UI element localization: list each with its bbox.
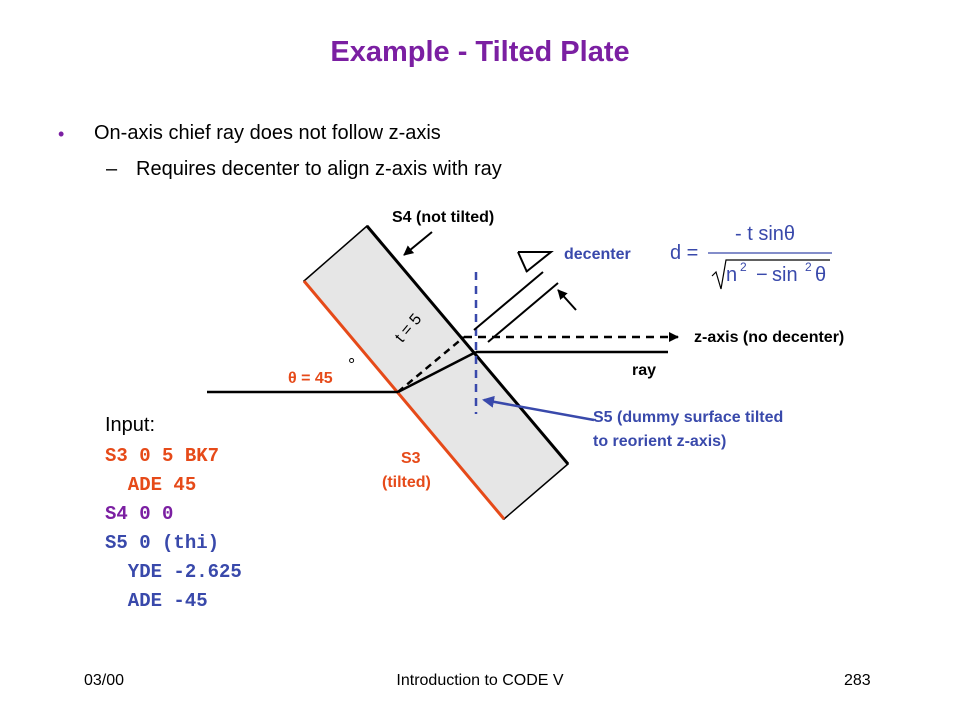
footer-date: 03/00 [84,672,125,689]
formula-n: n [726,264,738,286]
bullet-marker: • [58,124,65,144]
formula-exp1: 2 [740,260,747,274]
formula-minus: − [756,264,768,286]
decenter-extension-2 [487,282,559,343]
s4-surface [365,225,570,465]
input-line: S3 0 5 BK7 [105,445,220,467]
footer-course: Introduction to CODE V [396,672,564,689]
input-code-block: S3 0 5 BK7 ADE 45 S4 0 0 S5 0 (thi) YDE … [105,442,242,616]
input-line: ADE -45 [105,590,208,612]
bullet-main: On-axis chief ray does not follow z-axis [94,122,441,144]
formula-radical [711,259,830,290]
z-axis-label: z-axis (no decenter) [694,329,845,346]
decenter-arrow-2 [557,289,577,311]
formula-numerator: - t sinθ [735,223,796,245]
s5-label-line2: to reorient z-axis) [593,433,727,450]
footer-page-number: 283 [844,672,871,689]
formula-exp2: 2 [805,260,812,274]
input-heading: Input: [105,414,156,436]
input-line: YDE -2.625 [105,561,242,583]
s4-label: S4 (not tilted) [392,209,495,226]
decenter-extension-1 [473,271,544,331]
s3-label: S3 [401,450,421,467]
formula-theta: θ [815,264,827,286]
ray-label: ray [632,362,657,379]
s5-label-line1: S5 (dummy surface tilted [593,409,784,426]
s3-label-tilted: (tilted) [382,474,431,491]
slide-title: Example - Tilted Plate [330,36,630,68]
s3-surface [302,280,506,520]
degree-symbol: ° [348,355,356,375]
input-line: ADE 45 [105,474,197,496]
thickness-line [397,336,465,393]
s4-arrow [403,231,433,256]
formula-lhs: d = [670,242,699,264]
sub-bullet-marker: – [106,158,118,180]
angle-label: θ = 45 [288,370,333,387]
refracted-ray [397,350,477,394]
s5-arrow [482,395,595,422]
input-line: S4 0 0 [105,503,174,525]
bullet-sub: Requires decenter to align z-axis with r… [136,158,502,180]
formula-sin: sin [772,264,798,286]
decenter-bracket [518,251,554,273]
input-line: S5 0 (thi) [105,532,220,554]
decenter-label: decenter [564,246,631,263]
decenter-arrow-1 [517,251,528,273]
